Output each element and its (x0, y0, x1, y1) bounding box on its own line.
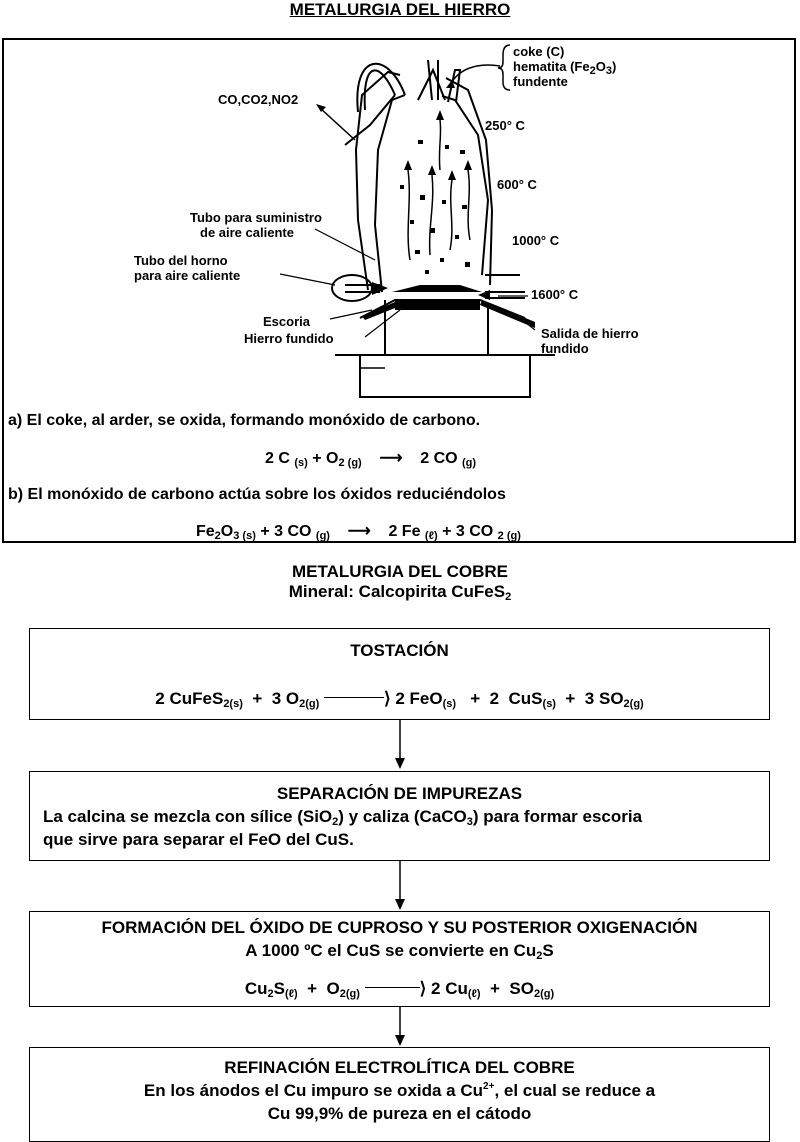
box-tostacion: TOSTACIÓN 2 CuFeS2(s) + 3 O2(g) ⟩ 2 FeO(… (29, 628, 770, 720)
box-refinacion-line1: En los ánodos el Cu impuro se oxida a Cu… (143, 1081, 656, 1100)
label-fundente: fundente (513, 74, 568, 89)
box-separacion-line1: La calcina se mezcla con sílice (SiO2) y… (43, 807, 643, 828)
box-refinacion-title: REFINACIÓN ELECTROLÍTICA DEL COBRE (224, 1058, 575, 1077)
label-salida-1: Salida de hierro (541, 326, 639, 341)
label-temp-600: 600° C (497, 177, 537, 192)
label-tubo-suministro-1: Tubo para suministro (190, 210, 322, 225)
iron-step-a: a) El coke, al arder, se oxida, formando… (8, 412, 481, 429)
box-tostacion-equation: 2 CuFeS2(s) + 3 O2(g) ⟩ 2 FeO(s) + 2 CuS… (155, 689, 644, 710)
box-formacion-line1: A 1000 ºC el CuS se convierte en Cu2S (245, 941, 554, 962)
label-temp-1000: 1000° C (512, 233, 560, 248)
iron-equation-b: Fe2O3 (s) + 3 CO (g) ⟶ 2 Fe (ℓ) + 3 CO 2… (196, 523, 521, 542)
label-tubo-horno-2: para aire caliente (134, 268, 241, 283)
label-tubo-suministro-2: de aire caliente (200, 225, 294, 240)
box-formacion-title: FORMACIÓN DEL ÓXIDO DE CUPROSO Y SU POST… (101, 918, 698, 937)
box-formacion: FORMACIÓN DEL ÓXIDO DE CUPROSO Y SU POST… (29, 911, 770, 1007)
arrow-down-icon (395, 720, 405, 769)
arrow-down-icon (395, 1007, 405, 1046)
copper-title: METALURGIA DEL COBRE (292, 562, 508, 581)
box-refinacion-line2: Cu 99,9% de pureza en el cátodo (267, 1104, 532, 1123)
iron-section-frame (2, 38, 796, 543)
box-refinacion: REFINACIÓN ELECTROLÍTICA DEL COBRE En lo… (29, 1047, 770, 1142)
label-hierro-fundido: Hierro fundido (244, 331, 334, 346)
iron-title: METALURGIA DEL HIERRO (289, 0, 511, 19)
label-temp-250: 250° C (485, 118, 525, 133)
label-hematita: hematita (Fe2O3) (513, 59, 617, 77)
label-tubo-horno-1: Tubo del horno (134, 253, 228, 268)
label-coke: coke (C) (513, 44, 565, 59)
label-temp-1600: 1600° C (531, 287, 579, 302)
blast-furnace-diagram (279, 44, 555, 398)
box-formacion-equation: Cu2S(ℓ) + O2(g) ⟩ 2 Cu(ℓ) + SO2(g) (244, 979, 555, 1000)
arrow-down-icon (395, 861, 405, 910)
label-salida-2: fundido (541, 341, 589, 356)
label-gases: CO,CO2,NO2 (218, 92, 299, 107)
box-tostacion-title: TOSTACIÓN (350, 641, 449, 660)
copper-mineral: Mineral: Calcopirita CuFeS2 (288, 582, 512, 603)
label-escoria: Escoria (263, 314, 310, 329)
box-separacion-line2: que sirve para separar el FeO del CuS. (43, 830, 354, 849)
iron-step-b: b) El monóxido de carbono actúa sobre lo… (8, 486, 506, 503)
box-separacion: SEPARACIÓN DE IMPUREZAS La calcina se me… (29, 771, 770, 861)
iron-equation-a: 2 C (s) + O2 (g) ⟶ 2 CO (g) (265, 450, 477, 469)
box-separacion-title: SEPARACIÓN DE IMPUREZAS (276, 784, 523, 803)
